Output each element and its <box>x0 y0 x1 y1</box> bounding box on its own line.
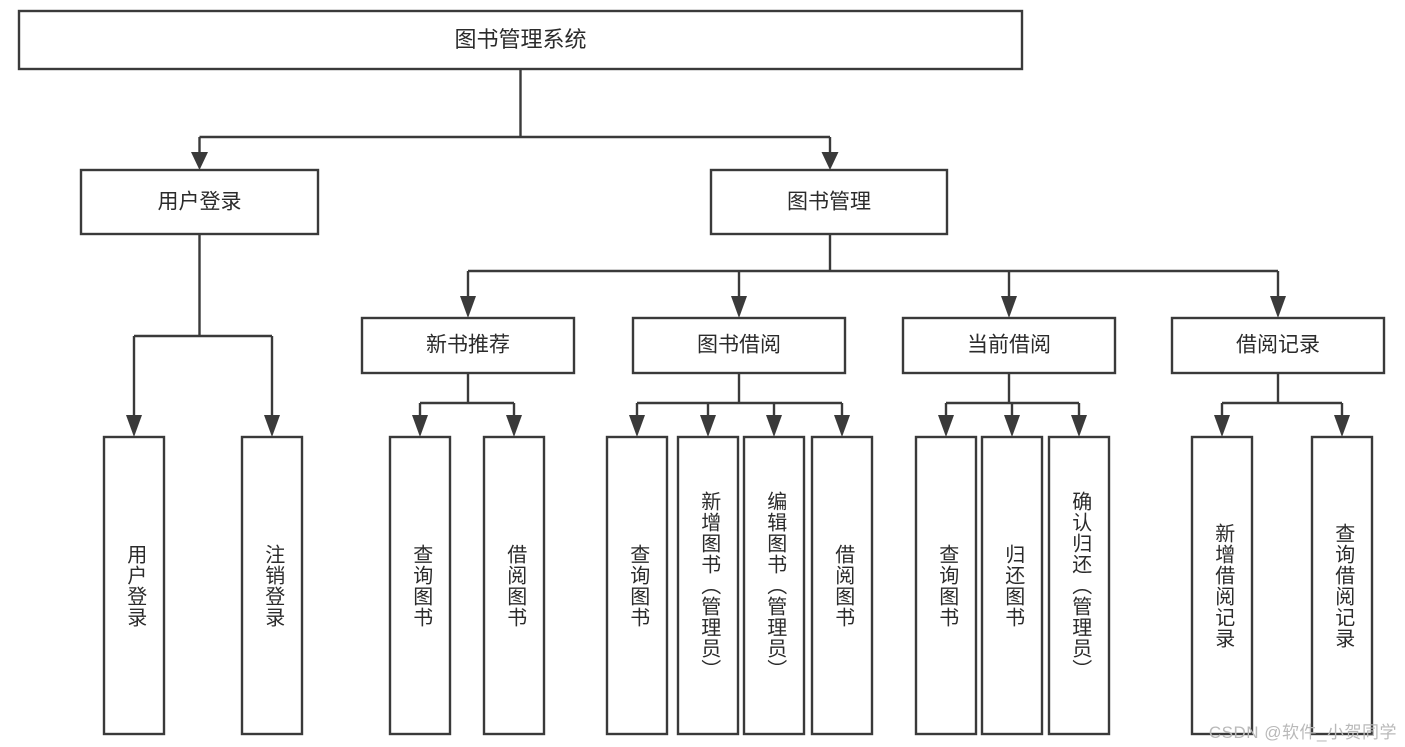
node-root-label: 图书管理系统 <box>454 27 586 52</box>
node-book-borrow-box[interactable] <box>631 316 847 375</box>
node-book-manage-box[interactable] <box>709 168 949 236</box>
node-root[interactable]: 图书管理系统 <box>17 9 1024 71</box>
arrow-head-borrow-record <box>1270 296 1286 318</box>
arrow-head-book-borrow <box>731 296 747 318</box>
leaf-query-book-1-box[interactable] <box>388 435 452 736</box>
leaf-user-login-box[interactable] <box>102 435 166 736</box>
arrow-head-leaf-query-record <box>1334 415 1350 437</box>
arrow-head-leaf-borrow-book-2 <box>834 415 850 437</box>
arrow-head-leaf-add-book <box>700 415 716 437</box>
connector-group-book-manage-to-level3 <box>460 234 1286 318</box>
leaf-query-book-2-box[interactable] <box>605 435 669 736</box>
arrow-head-leaf-query-book-2 <box>629 415 645 437</box>
arrow-head-leaf-return-book <box>1004 415 1020 437</box>
connector-group-new-book-rec-to-leaves <box>412 373 522 437</box>
node-new-book-rec[interactable]: 新书推荐 <box>360 316 576 375</box>
node-new-book-rec-box[interactable] <box>360 316 576 375</box>
node-current-borrow-label: 当前借阅 <box>967 334 1051 357</box>
csdn-watermark: CSDN @软件_小贺同学 <box>1208 723 1397 742</box>
node-current-borrow[interactable]: 当前借阅 <box>901 316 1117 375</box>
leaf-return-book-box[interactable] <box>980 435 1044 736</box>
node-borrow-record-label: 借阅记录 <box>1236 334 1320 357</box>
node-book-borrow[interactable]: 图书借阅 <box>631 316 847 375</box>
leaf-add-book-box[interactable] <box>676 435 740 736</box>
node-borrow-record[interactable]: 借阅记录 <box>1170 316 1386 375</box>
node-user-login[interactable]: 用户登录 <box>79 168 320 236</box>
arrow-head-user-login <box>191 152 208 170</box>
connector-group-root-to-level2 <box>191 69 839 170</box>
arrow-head-leaf-logout <box>264 415 280 437</box>
arrow-head-current-borrow <box>1001 296 1017 318</box>
leaf-add-record-box[interactable] <box>1190 435 1254 736</box>
connector-group-borrow-record-to-leaves <box>1214 373 1350 437</box>
node-user-login-box[interactable] <box>79 168 320 236</box>
node-book-manage[interactable]: 图书管理 <box>709 168 949 236</box>
leaf-logout-box[interactable] <box>240 435 304 736</box>
connector-group-current-borrow-to-leaves <box>938 373 1087 437</box>
leaf-borrow-book-2-box[interactable] <box>810 435 874 736</box>
arrow-head-leaf-query-book-3 <box>938 415 954 437</box>
arrow-head-leaf-add-record <box>1214 415 1230 437</box>
connector-group-book-borrow-to-leaves <box>629 373 850 437</box>
leaf-edit-book-box[interactable] <box>742 435 806 736</box>
node-book-borrow-label: 图书借阅 <box>697 334 781 357</box>
node-current-borrow-box[interactable] <box>901 316 1117 375</box>
node-root-box[interactable] <box>17 9 1024 71</box>
connector-group-user-login-to-leaves <box>126 234 280 437</box>
arrow-head-leaf-user-login <box>126 415 142 437</box>
leaf-boxes-group <box>102 435 1374 736</box>
node-user-login-label: 用户登录 <box>158 191 242 214</box>
leaf-query-record-box[interactable] <box>1310 435 1374 736</box>
leaf-query-book-3-box[interactable] <box>914 435 978 736</box>
node-book-manage-label: 图书管理 <box>787 191 871 214</box>
arrow-head-new-book-rec <box>460 296 476 318</box>
node-new-book-rec-label: 新书推荐 <box>426 334 510 357</box>
arrow-head-leaf-borrow-book-1 <box>506 415 522 437</box>
node-borrow-record-box[interactable] <box>1170 316 1386 375</box>
arrow-head-book-manage <box>821 152 839 170</box>
arrow-head-leaf-confirm-return <box>1071 415 1087 437</box>
arrow-head-leaf-query-book-1 <box>412 415 428 437</box>
leaf-borrow-book-1-box[interactable] <box>482 435 546 736</box>
leaf-confirm-return-box[interactable] <box>1047 435 1111 736</box>
arrow-head-leaf-edit-book <box>766 415 782 437</box>
